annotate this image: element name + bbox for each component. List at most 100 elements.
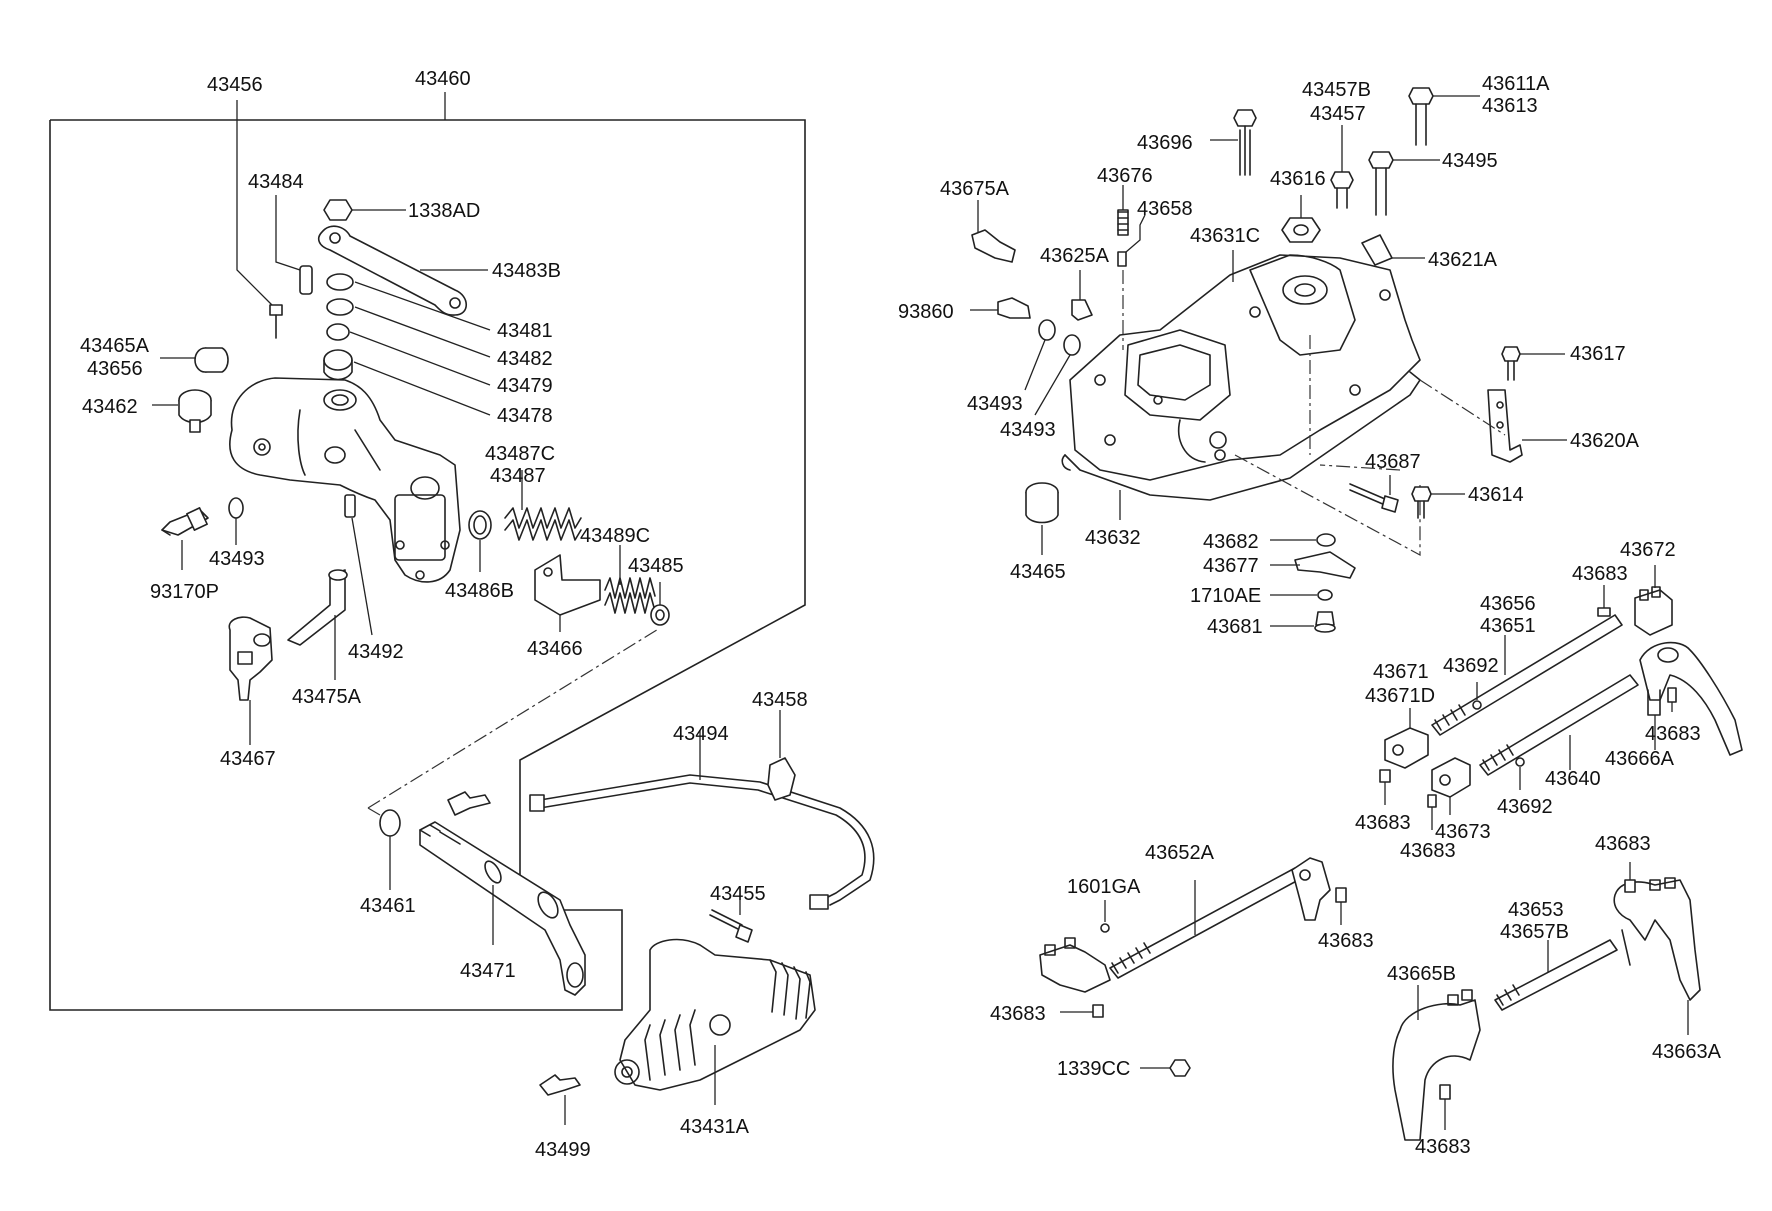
label-43613: 43613 [1482, 95, 1538, 117]
label-43487: 43487 [490, 465, 546, 487]
label-43479: 43479 [497, 375, 553, 397]
label-43681: 43681 [1207, 616, 1263, 638]
bolt-43614 [1411, 486, 1465, 519]
label-43656-right: 43656 [1480, 593, 1536, 615]
shift-block-rail-end [1291, 857, 1331, 921]
label-1338AD: 1338AD [408, 200, 480, 222]
label-43482: 43482 [497, 348, 553, 370]
label-43620A: 43620A [1570, 430, 1640, 452]
label-43683-f: 43683 [990, 1003, 1046, 1025]
label-43483B: 43483B [492, 260, 561, 282]
label-43458: 43458 [752, 689, 808, 711]
washers-43493-right [1024, 319, 1081, 416]
label-43493-left: 43493 [209, 548, 265, 570]
shift-rail-43640 [1479, 674, 1639, 776]
gasket-43632 [1061, 371, 1421, 520]
label-43657B: 43657B [1500, 921, 1569, 943]
top-cover-43631C [1069, 250, 1421, 481]
label-43683-e: 43683 [1318, 930, 1374, 952]
bracket-43466 [534, 554, 601, 632]
label-43621A: 43621A [1428, 249, 1498, 271]
alignment-lines-cover [1122, 270, 1506, 557]
label-43455: 43455 [710, 883, 766, 905]
shift-block-lower-left [1039, 937, 1111, 993]
plug-43462 [152, 389, 212, 433]
shift-fork-43665B [1392, 985, 1481, 1141]
shift-fork-43663A [1613, 877, 1701, 1035]
label-43484: 43484 [248, 171, 304, 193]
label-43675A: 43675A [940, 178, 1010, 200]
pin-43683-e [1335, 887, 1347, 925]
clip-43458 [767, 710, 796, 801]
bracket-43621A [1361, 234, 1425, 266]
label-43632: 43632 [1085, 527, 1141, 549]
label-43495: 43495 [1442, 150, 1498, 172]
washer-43493-left [228, 497, 244, 545]
spring-43487 [504, 470, 582, 541]
label-43651: 43651 [1480, 615, 1536, 637]
label-43683-h: 43683 [1415, 1136, 1471, 1158]
label-43658: 43658 [1137, 198, 1193, 220]
bushing-43465 [1025, 482, 1059, 555]
shift-housing-43460 [229, 377, 461, 583]
label-43673: 43673 [1435, 821, 1491, 843]
part-labels: 43456 43460 43484 1338AD 43483B 43481 43… [80, 68, 1722, 1161]
label-43683-b: 43683 [1355, 812, 1411, 834]
plate-43677 [1270, 551, 1356, 579]
shift-fork-43666A [1639, 641, 1743, 756]
label-43431A: 43431A [680, 1116, 750, 1138]
label-43656-left: 43656 [87, 358, 143, 380]
slave-cylinder-43431A [614, 938, 816, 1105]
bolt-43611A [1408, 87, 1480, 146]
label-43616: 43616 [1270, 168, 1326, 190]
bolt-43696 [1210, 109, 1257, 176]
plug-43681 [1270, 611, 1336, 633]
label-43692-b: 43692 [1497, 796, 1553, 818]
shift-shaft-43471 [419, 821, 586, 996]
bracket-43625A [1071, 270, 1093, 321]
o-ring-1710AE [1270, 589, 1333, 601]
label-43666A: 43666A [1605, 748, 1675, 770]
shift-block-43673 [1431, 757, 1471, 815]
seal-43486B [468, 510, 492, 572]
label-43492: 43492 [348, 641, 404, 663]
lever-43483B [317, 225, 488, 316]
bolt-43495 [1368, 151, 1440, 216]
label-43611A: 43611A [1482, 73, 1550, 95]
ball-43692-a [1472, 682, 1482, 710]
fitting-43499 [539, 1074, 581, 1125]
label-1601GA: 1601GA [1067, 876, 1141, 898]
label-93170P: 93170P [150, 581, 219, 603]
label-43696: 43696 [1137, 132, 1193, 154]
nut-43616 [1281, 195, 1321, 243]
label-43486B: 43486B [445, 580, 514, 602]
label-1339CC: 1339CC [1057, 1058, 1130, 1080]
label-43671: 43671 [1373, 661, 1429, 683]
label-43457: 43457 [1310, 103, 1366, 125]
label-43631C: 43631C [1190, 225, 1260, 247]
shift-block-43671 [1384, 708, 1429, 769]
label-43462: 43462 [82, 396, 138, 418]
label-43671D: 43671D [1365, 685, 1435, 707]
label-43617: 43617 [1570, 343, 1626, 365]
label-43665B: 43665B [1387, 963, 1456, 985]
label-43466: 43466 [527, 638, 583, 660]
pin-43683-f [1060, 1004, 1104, 1018]
label-43494: 43494 [673, 723, 729, 745]
pin-43683-d [1667, 687, 1677, 712]
label-43625A: 43625A [1040, 245, 1110, 267]
label-43493-right-2: 43493 [1000, 419, 1056, 441]
label-43682: 43682 [1203, 531, 1259, 553]
label-43461: 43461 [360, 895, 416, 917]
label-43456: 43456 [207, 74, 263, 96]
washer-43485 [650, 582, 670, 626]
label-43487C: 43487C [485, 443, 555, 465]
label-43653: 43653 [1508, 899, 1564, 921]
label-43663A: 43663A [1652, 1041, 1722, 1063]
label-43465: 43465 [1010, 561, 1066, 583]
washers-stack [323, 273, 491, 416]
label-43493-right-1: 43493 [967, 393, 1023, 415]
shift-block-43672 [1634, 565, 1673, 636]
shift-rail-43657B [1494, 939, 1618, 1011]
